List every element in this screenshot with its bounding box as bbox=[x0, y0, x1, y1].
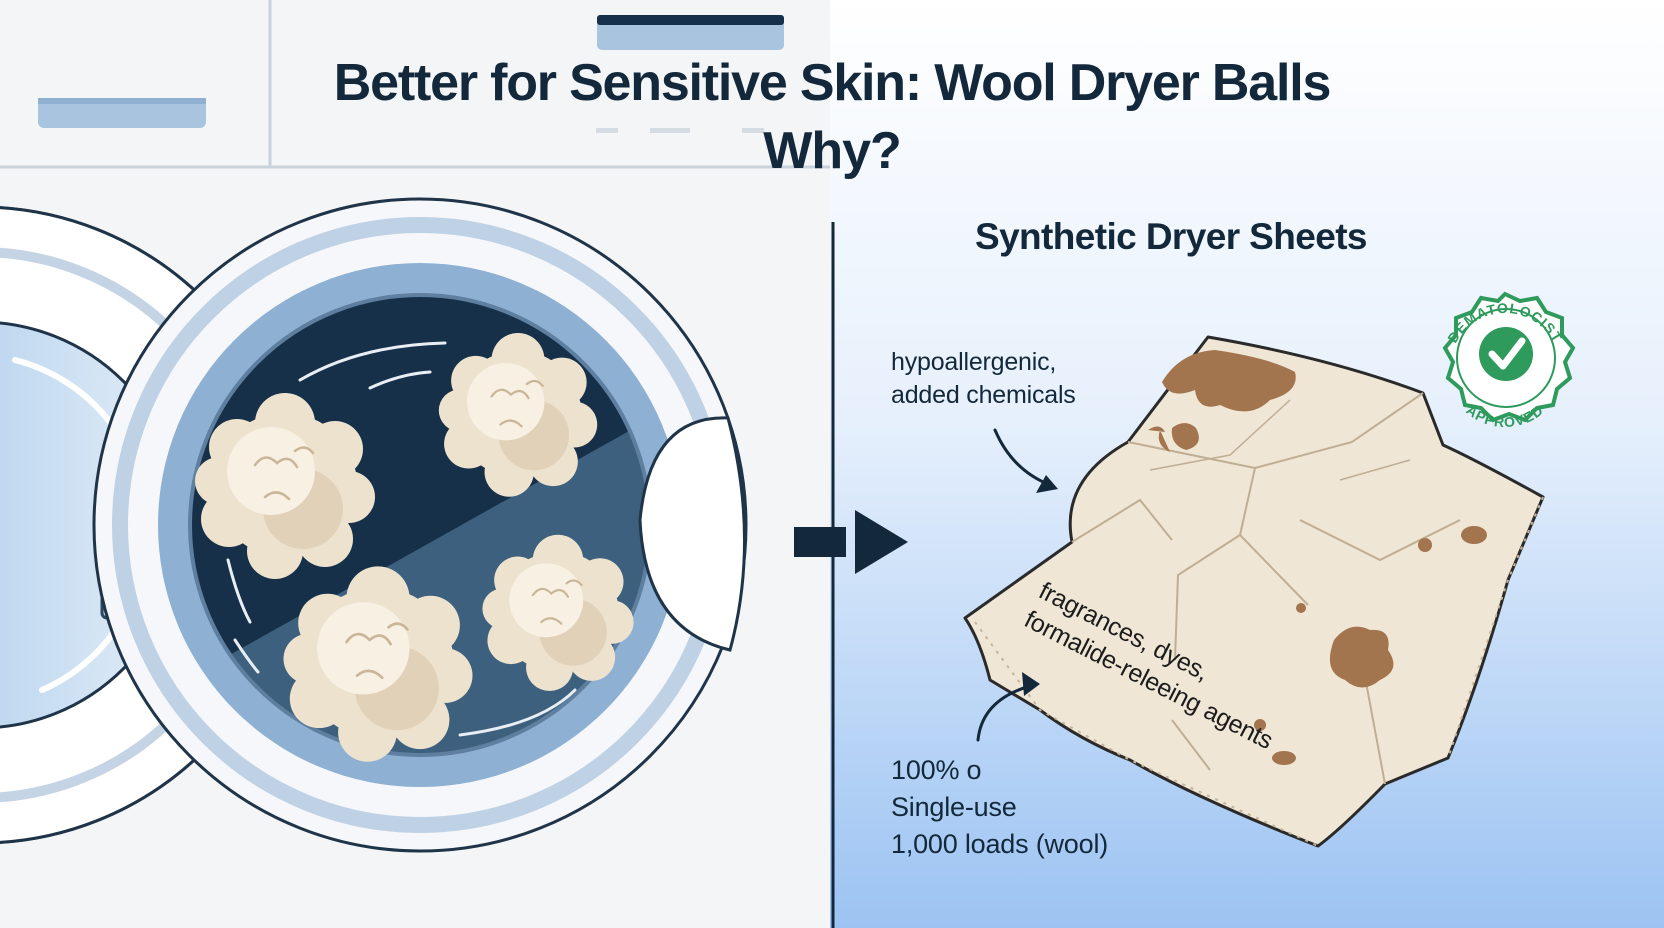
callout-bottom: 100% o Single-use 1,000 loads (wool) bbox=[891, 752, 1108, 863]
checkmark-seal-icon: DEMATOLOCIST APPROVED bbox=[1442, 291, 1576, 430]
right-section-heading: Synthetic Dryer Sheets bbox=[975, 216, 1368, 257]
dryer-sheet-icon bbox=[963, 335, 1545, 848]
callout-arrows bbox=[976, 428, 1058, 742]
wool-ball-3 bbox=[482, 534, 634, 691]
wool-dryer-ball-icon bbox=[195, 333, 634, 762]
wool-ball-2 bbox=[438, 333, 598, 497]
detergent-drawer bbox=[38, 98, 206, 128]
page-subtitle: Why? bbox=[763, 122, 902, 180]
wool-ball-1 bbox=[195, 393, 375, 579]
callout-top-line-1: hypoallergenic, bbox=[891, 348, 1057, 376]
washing-machine-drum-icon bbox=[92, 197, 748, 853]
callout-top: hypoallergenic, added chemicals bbox=[891, 346, 1076, 412]
callout-bottom-line-3: 1,000 loads (wool) bbox=[891, 829, 1109, 859]
washing-machine bbox=[0, 0, 830, 928]
right-arrow-icon bbox=[794, 510, 908, 574]
callout-top-line-2: added chemicals bbox=[891, 381, 1076, 409]
callout-bottom-line-1: 100% o bbox=[891, 755, 982, 785]
page-title: Better for Sensitive Skin: Wool Dryer Ba… bbox=[333, 54, 1332, 112]
wool-ball-4 bbox=[283, 566, 473, 762]
callout-bottom-line-2: Single-use bbox=[891, 792, 1017, 822]
